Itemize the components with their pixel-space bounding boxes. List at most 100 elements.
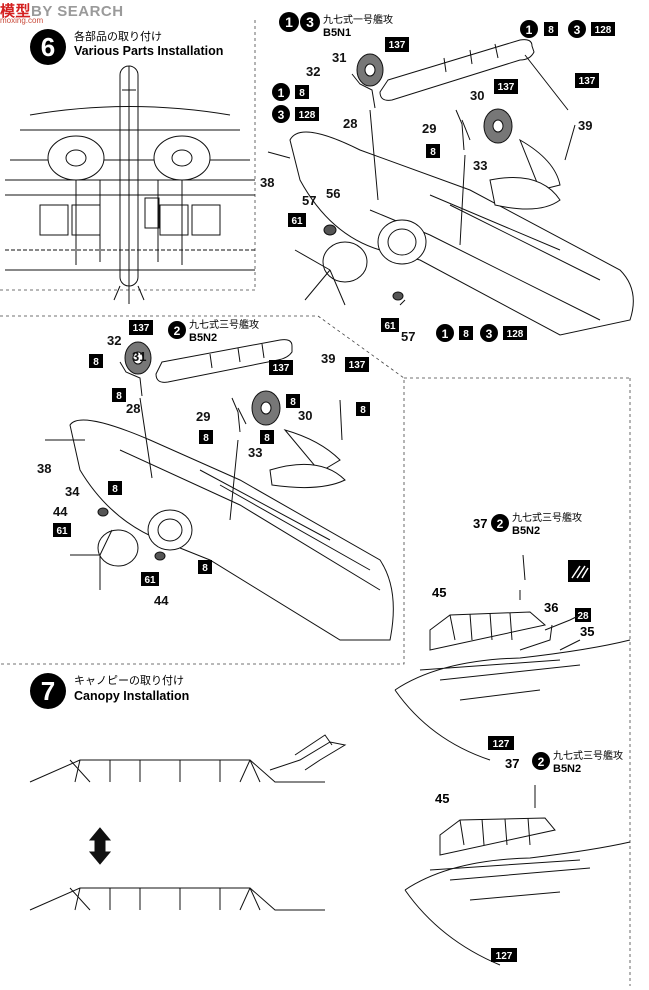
svg-text:28: 28 bbox=[577, 611, 589, 622]
svg-text:30: 30 bbox=[298, 408, 312, 423]
svg-text:8: 8 bbox=[202, 563, 208, 574]
svg-text:44: 44 bbox=[154, 593, 169, 608]
part-38-upper: 38 bbox=[260, 175, 274, 190]
svg-text:8: 8 bbox=[264, 433, 270, 444]
tag-137-c bbox=[575, 73, 599, 88]
svg-text:39: 39 bbox=[321, 351, 335, 366]
tag-8-b bbox=[426, 144, 440, 158]
svg-text:36: 36 bbox=[544, 600, 558, 615]
sheet-badge-3-left bbox=[272, 105, 290, 123]
b5n1-code: B5N1 bbox=[323, 27, 351, 39]
svg-text:1: 1 bbox=[278, 86, 285, 100]
svg-text:61: 61 bbox=[384, 321, 396, 332]
underside-inset bbox=[5, 65, 255, 304]
sheet-badge-3-mid bbox=[480, 324, 498, 342]
canopy-install-lower: 37 2 九七式三号艦攻 B5N2 45 127 bbox=[404, 749, 631, 966]
svg-text:8: 8 bbox=[299, 88, 305, 99]
step7-header: 7 キャノピーの取り付け Canopy Installation bbox=[30, 673, 189, 709]
svg-text:128: 128 bbox=[507, 329, 524, 340]
svg-text:8: 8 bbox=[112, 484, 118, 495]
svg-text:137: 137 bbox=[133, 323, 150, 334]
tag-61-a bbox=[288, 213, 306, 227]
b5n2-code-mid: B5N2 bbox=[189, 332, 217, 344]
svg-text:29: 29 bbox=[196, 409, 210, 424]
svg-text:3: 3 bbox=[486, 327, 493, 341]
svg-text:128: 128 bbox=[595, 25, 612, 36]
svg-text:34: 34 bbox=[65, 484, 80, 499]
svg-text:8: 8 bbox=[290, 397, 296, 408]
tag-128-a bbox=[295, 107, 319, 121]
tag-61-b bbox=[381, 318, 399, 332]
b5n1-jp: 九七式一号艦攻 bbox=[323, 13, 393, 26]
svg-text:137: 137 bbox=[349, 360, 366, 371]
step7-number: 7 bbox=[41, 676, 55, 706]
svg-text:45: 45 bbox=[435, 791, 449, 806]
svg-text:137: 137 bbox=[273, 363, 290, 374]
step6-title-jp: 各部品の取り付け bbox=[74, 29, 162, 43]
part-32-upper: 32 bbox=[306, 64, 320, 79]
svg-text:37: 37 bbox=[505, 756, 519, 771]
svg-text:35: 35 bbox=[580, 624, 594, 639]
svg-text:B5N2: B5N2 bbox=[553, 763, 581, 775]
step6-header: 6 各部品の取り付け Various Parts Installation bbox=[30, 29, 223, 65]
step6-title-en: Various Parts Installation bbox=[74, 44, 223, 58]
sheet-badge-1-left bbox=[272, 83, 290, 101]
svg-text:61: 61 bbox=[291, 216, 303, 227]
step6-number: 6 bbox=[41, 32, 55, 62]
svg-text:37: 37 bbox=[473, 516, 487, 531]
step6-number-badge bbox=[30, 29, 66, 65]
tag-8-mid bbox=[459, 326, 473, 340]
part-30-upper: 30 bbox=[470, 88, 484, 103]
svg-text:8: 8 bbox=[203, 433, 209, 444]
svg-text:九七式三号艦攻: 九七式三号艦攻 bbox=[553, 749, 623, 762]
sheet-badge-1-top bbox=[520, 20, 538, 38]
part-33-upper: 33 bbox=[473, 158, 487, 173]
svg-text:8: 8 bbox=[116, 391, 122, 402]
svg-text:137: 137 bbox=[498, 82, 515, 93]
tag-128-top bbox=[591, 22, 615, 36]
svg-text:128: 128 bbox=[299, 110, 316, 121]
panel-borders bbox=[0, 17, 631, 986]
step6-upper-tags: 137 1 8 3 128 1 8 3 128 137 137 8 61 61 … bbox=[272, 20, 615, 342]
svg-text:3: 3 bbox=[574, 23, 581, 37]
part-57-lower: 57 bbox=[401, 329, 415, 344]
svg-text:44: 44 bbox=[53, 504, 68, 519]
aircraft-b5n2 bbox=[45, 339, 394, 641]
tag-8-a bbox=[295, 85, 309, 99]
part-29-upper: 29 bbox=[422, 121, 436, 136]
svg-text:31: 31 bbox=[132, 349, 146, 364]
tag-8-top bbox=[544, 22, 558, 36]
b5n2-jp-mid: 九七式三号艦攻 bbox=[189, 318, 259, 331]
canopy-install-upper: 37 2 九七式三号艦攻 B5N2 45 36 28 35 127 bbox=[394, 511, 631, 761]
tag-128-mid bbox=[503, 326, 527, 340]
svg-text:127: 127 bbox=[493, 739, 510, 750]
canopy-side-views bbox=[29, 734, 347, 911]
sheet-badge-1 bbox=[279, 12, 299, 32]
step6-lower-tags: 137 8 8 137 137 8 8 8 8 8 61 8 61 bbox=[53, 320, 370, 586]
step6-lower-labels: 32 31 28 39 29 30 33 38 34 44 44 bbox=[37, 333, 335, 608]
b5n2-variant-label-mid: 2 九七式三号艦攻 B5N2 bbox=[168, 318, 259, 344]
svg-text:1: 1 bbox=[442, 327, 449, 341]
part-31-upper: 31 bbox=[332, 50, 346, 65]
sheet-badge-3-top bbox=[568, 20, 586, 38]
b5n1-circle-a: 1 bbox=[285, 14, 293, 30]
svg-text:8: 8 bbox=[430, 147, 436, 158]
step6-upper-labels: 31 32 28 30 29 33 39 38 57 56 57 bbox=[260, 50, 592, 344]
part-57-upper: 57 bbox=[302, 193, 316, 208]
svg-text:8: 8 bbox=[93, 357, 99, 368]
svg-text:137: 137 bbox=[579, 76, 596, 87]
svg-text:45: 45 bbox=[432, 585, 446, 600]
svg-text:2: 2 bbox=[497, 517, 504, 531]
svg-text:2: 2 bbox=[538, 755, 545, 769]
part-39-upper: 39 bbox=[578, 118, 592, 133]
svg-text:8: 8 bbox=[360, 405, 366, 416]
tag-137-a bbox=[385, 37, 409, 52]
svg-text:127: 127 bbox=[496, 951, 513, 962]
svg-text:B5N2: B5N2 bbox=[512, 525, 540, 537]
svg-text:8: 8 bbox=[463, 329, 469, 340]
b5n1-circle-b: 3 bbox=[306, 14, 314, 30]
b5n1-variant-label: 1 3 九七式一号艦攻 B5N1 bbox=[279, 12, 393, 39]
svg-text:137: 137 bbox=[389, 40, 406, 51]
part-28-upper: 28 bbox=[343, 116, 357, 131]
